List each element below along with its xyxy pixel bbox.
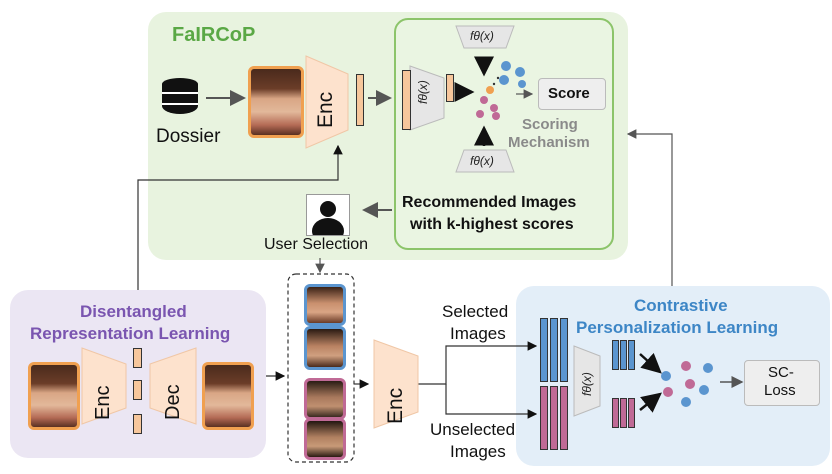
enc-label-middle: Enc [384, 387, 407, 424]
latent-bar-2 [133, 380, 142, 400]
f-theta-left: fθ(x) [416, 80, 430, 104]
score-box [538, 78, 606, 110]
disentangled-title-2: Representation Learning [30, 324, 231, 343]
user-selection-label: User Selection [264, 236, 369, 253]
recommended-label-2: with k-highest scores [410, 216, 574, 233]
scoring-box [394, 18, 614, 250]
selected-images-label-2: Images [450, 324, 506, 343]
unselected-face-2 [304, 418, 346, 460]
query-face-image [248, 66, 304, 138]
database-icon [162, 78, 198, 120]
score-label: Score [548, 85, 590, 102]
sc-loss-box [744, 360, 820, 406]
disentangled-title-1: Disentangled [80, 302, 187, 321]
projected-unselected-1 [612, 398, 619, 428]
projected-selected-1 [612, 340, 619, 370]
user-avatar-icon [306, 194, 350, 236]
unselected-face-1 [304, 378, 346, 420]
f-theta-top: fθ(x) [470, 29, 494, 43]
f-theta-contrastive: fθ(x) [580, 372, 594, 396]
selected-feature-3 [560, 318, 568, 382]
recommended-label-1: Recommended Images [402, 194, 577, 211]
contrastive-title-2: Personalization Learning [576, 318, 779, 337]
input-face-image [28, 362, 80, 430]
sc-loss-label-1: SC- [768, 364, 794, 381]
feature-vector [356, 74, 364, 126]
projected-unselected-2 [620, 398, 627, 428]
dossier-label: Dossier [156, 126, 221, 147]
scoring-label-2: Mechanism [508, 134, 590, 151]
latent-bar-3 [133, 414, 142, 434]
feature-vector-input [402, 70, 411, 130]
projected-selected-2 [620, 340, 627, 370]
selected-face-1 [304, 284, 346, 326]
reconstructed-face-image [202, 362, 254, 430]
selected-feature-1 [540, 318, 548, 382]
selected-images-label-1: Selected [442, 302, 509, 321]
f-theta-bottom: fθ(x) [470, 154, 494, 168]
unselected-images-label-2: Images [450, 442, 506, 461]
unselected-images-label-1: Unselected [430, 420, 516, 439]
unselected-feature-1 [540, 386, 548, 450]
projected-unselected-3 [628, 398, 635, 428]
enc-label-fairness: Enc [314, 91, 337, 128]
unselected-feature-3 [560, 386, 568, 450]
scoring-label-1: Scoring [522, 116, 578, 133]
selected-face-2 [304, 326, 346, 370]
contrastive-title-1: Contrastive [634, 296, 728, 315]
projected-selected-3 [628, 340, 635, 370]
enc-label-disentangled: Enc [92, 385, 114, 420]
latent-bar-1 [133, 348, 142, 368]
dec-label-disentangled: Dec [162, 384, 184, 420]
feature-vector-out [446, 74, 454, 102]
unselected-feature-2 [550, 386, 558, 450]
sc-loss-label-2: Loss [764, 382, 796, 399]
fairness-title: FaIRCoP [172, 24, 256, 46]
selected-feature-2 [550, 318, 558, 382]
